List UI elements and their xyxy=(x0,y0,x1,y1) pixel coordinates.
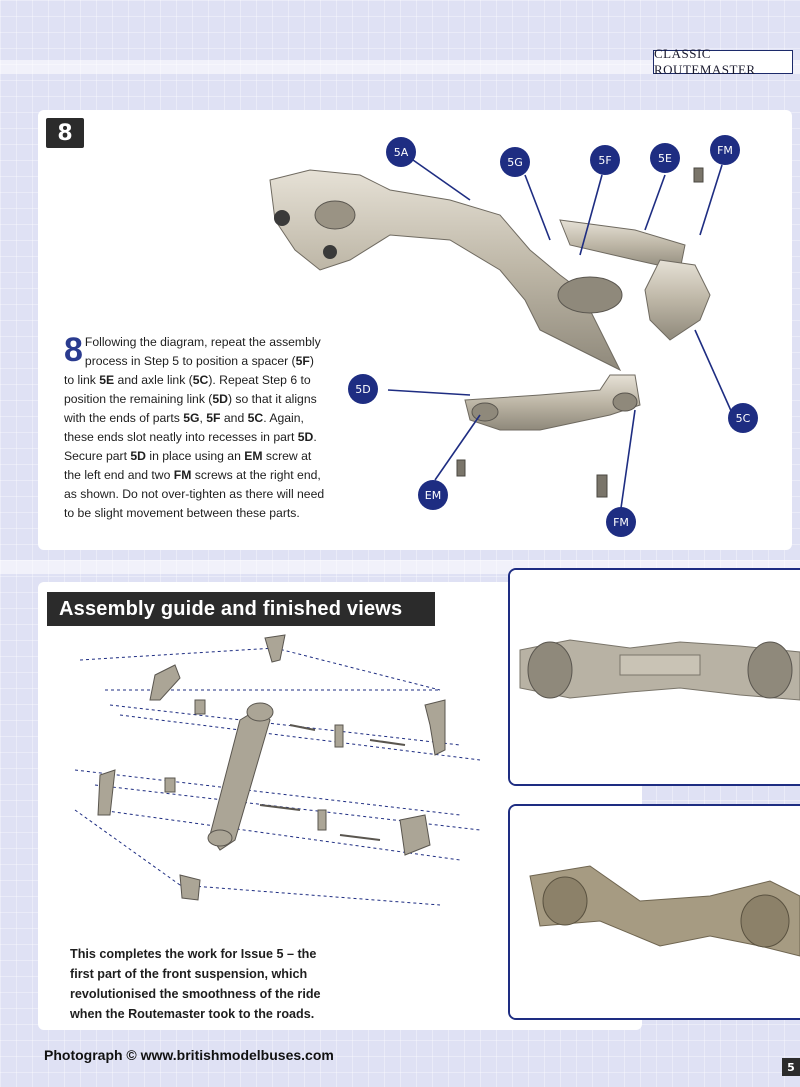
finished-view-photo-bottom xyxy=(508,804,800,1020)
section-title: Assembly guide and finished views xyxy=(47,592,435,626)
brand-label: CLASSIC ROUTEMASTER xyxy=(653,46,793,77)
step-diagram xyxy=(269,159,733,516)
callout-5d: 5D xyxy=(348,374,378,404)
photo-credit: Photograph © www.britishmodelbuses.com xyxy=(44,1047,334,1063)
callout-5e: 5E xyxy=(650,143,680,173)
suspension-photo-front xyxy=(510,570,800,784)
screw-fm-bottom xyxy=(596,474,608,498)
dropcap-number: 8 xyxy=(64,331,83,369)
suspension-part-5a xyxy=(269,169,623,372)
page-number: 5 xyxy=(782,1058,800,1076)
screw-em xyxy=(456,459,466,477)
callout-5f: 5F xyxy=(590,145,620,175)
callout-5a: 5A xyxy=(386,137,416,167)
callout-fm-bottom: FM xyxy=(606,507,636,537)
step-number: 8 xyxy=(46,118,84,148)
suspension-part-5d xyxy=(464,374,641,431)
summary-text: This completes the work for Issue 5 – th… xyxy=(70,947,321,1021)
finished-view-photo-top xyxy=(508,568,800,786)
callout-5c: 5C xyxy=(728,403,758,433)
suspension-part-5c xyxy=(644,259,711,341)
leader-lines xyxy=(387,159,733,516)
callout-fm-top: FM xyxy=(710,135,740,165)
suspension-photo-underside xyxy=(510,806,800,1018)
exploded-assembly-diagram xyxy=(74,634,481,906)
callout-em: EM xyxy=(418,480,448,510)
screw-fm-top xyxy=(693,167,704,183)
callout-5g: 5G xyxy=(500,147,530,177)
background-band xyxy=(0,60,800,74)
step-instructions: 8 Following the diagram, repeat the asse… xyxy=(64,331,325,520)
